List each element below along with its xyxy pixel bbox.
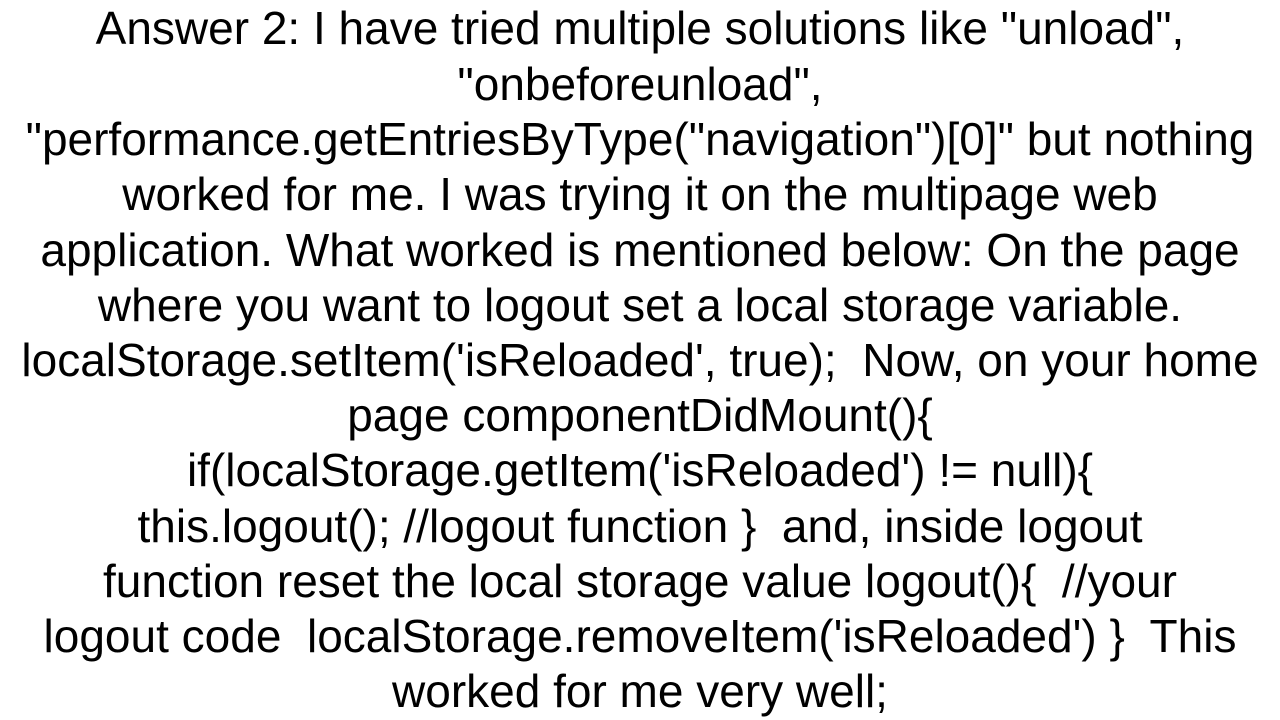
answer-line: localStorage.setItem('isReloaded', true)… [21, 334, 1259, 386]
answer-line: "performance.getEntriesByType("navigatio… [25, 113, 1255, 165]
answer-line: if(localStorage.getItem('isReloaded') !=… [186, 444, 1094, 496]
answer-line: page componentDidMount(){ [347, 389, 933, 441]
answer-line: application. What worked is mentioned be… [40, 224, 1240, 276]
answer-line: "onbeforeunload", [457, 58, 823, 110]
answer-line: this.logout(); //logout function } and, … [137, 500, 1143, 552]
answer-line: function reset the local storage value l… [103, 555, 1177, 607]
answer-line: worked for me. I was trying it on the mu… [122, 168, 1158, 220]
answer-line: Answer 2: I have tried multiple solution… [95, 2, 1185, 54]
answer-line: where you want to logout set a local sto… [97, 279, 1183, 331]
answer-line: worked for me very well; [392, 665, 888, 717]
answer-line: logout code localStorage.removeItem('isR… [43, 610, 1237, 662]
